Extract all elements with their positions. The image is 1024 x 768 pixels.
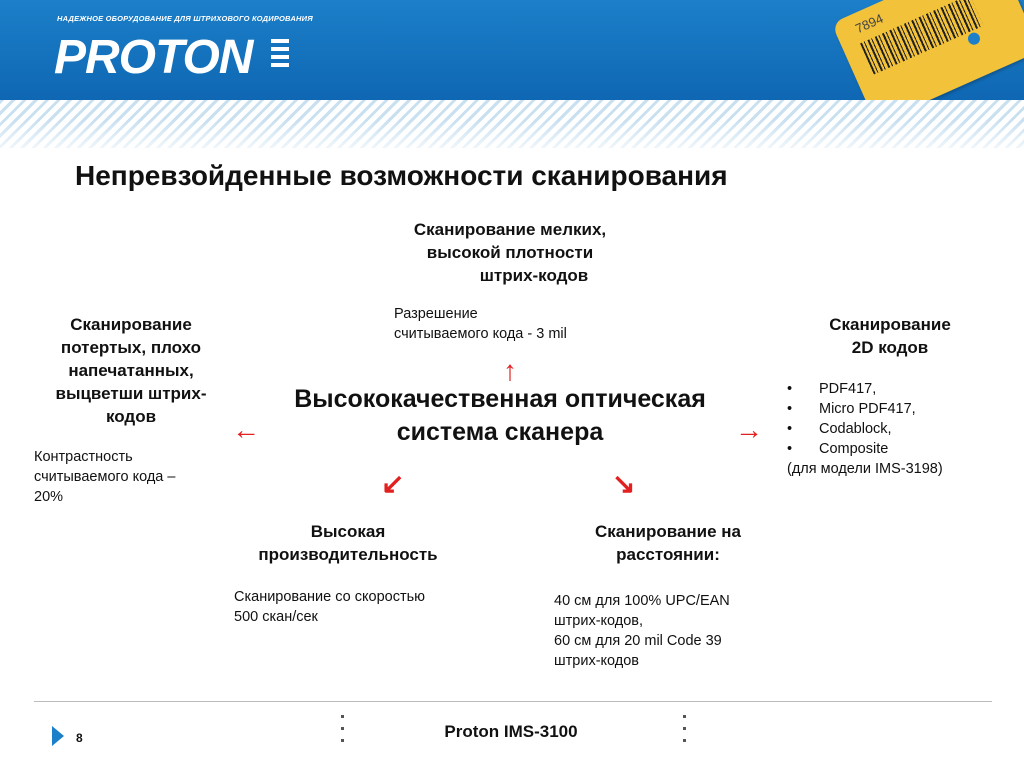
header-tagline: НАДЕЖНОЕ ОБОРУДОВАНИЕ ДЛЯ ШТРИХОВОГО КОД…: [57, 14, 313, 23]
right-heading: Сканирование 2D кодов: [829, 315, 951, 357]
right-note: (для модели IMS-3198): [787, 461, 943, 477]
slide-title: Непревзойденные возможности сканирования: [75, 160, 728, 191]
bottom-right-heading: Сканирование на расстоянии:: [594, 522, 742, 564]
arrow-right-icon: →: [735, 414, 763, 445]
right-list: PDF417, Micro PDF417, Codablock, Composi…: [787, 379, 987, 479]
left-body: Контрастность считываемого кода – 20%: [34, 449, 176, 505]
list-item: Composite: [787, 439, 987, 459]
arrow-left-icon: ←: [232, 414, 260, 445]
top-body: Разрешение считываемого кода - 3 mil: [394, 306, 567, 342]
list-item: Codablock,: [787, 419, 987, 439]
center-heading: Высококачественная оптическая система ск…: [294, 385, 706, 446]
header-banner: НАДЕЖНОЕ ОБОРУДОВАНИЕ ДЛЯ ШТРИХОВОГО КОД…: [0, 0, 1024, 100]
arrow-down-left-icon: ↙: [381, 468, 405, 499]
arrow-down-right-icon: ↘: [612, 468, 636, 499]
stripes-fade: [0, 120, 1024, 148]
bottom-left-heading: Высокая производительность: [258, 522, 438, 564]
bottom-right-body: 40 см для 100% UPC/EAN штрих-кодов, 60 с…: [554, 593, 730, 669]
tag-number: 7894: [852, 10, 886, 37]
footer-divider: [34, 701, 992, 702]
dots-divider-right: [683, 715, 687, 751]
tag-hole: [966, 30, 982, 47]
barcode-tag-icon: 7894: [831, 0, 1024, 100]
left-heading: Сканирование потертых, плохо напечатанны…: [55, 315, 207, 426]
list-item: Micro PDF417,: [787, 399, 987, 419]
logo-bars-icon: [271, 39, 289, 75]
bottom-left-body: Сканирование со скоростью 500 скан/сек: [234, 589, 426, 625]
footer-title: Proton IMS-3100: [444, 722, 578, 741]
proton-logo: PROTON: [54, 31, 253, 84]
arrow-up-icon: ↑: [503, 355, 517, 386]
top-heading: Сканирование мелких, высокой плотности ш…: [413, 220, 607, 285]
play-icon: [52, 726, 64, 746]
page-number: 8: [76, 731, 83, 745]
list-item: PDF417,: [787, 379, 987, 399]
dots-divider-left: [341, 715, 345, 751]
